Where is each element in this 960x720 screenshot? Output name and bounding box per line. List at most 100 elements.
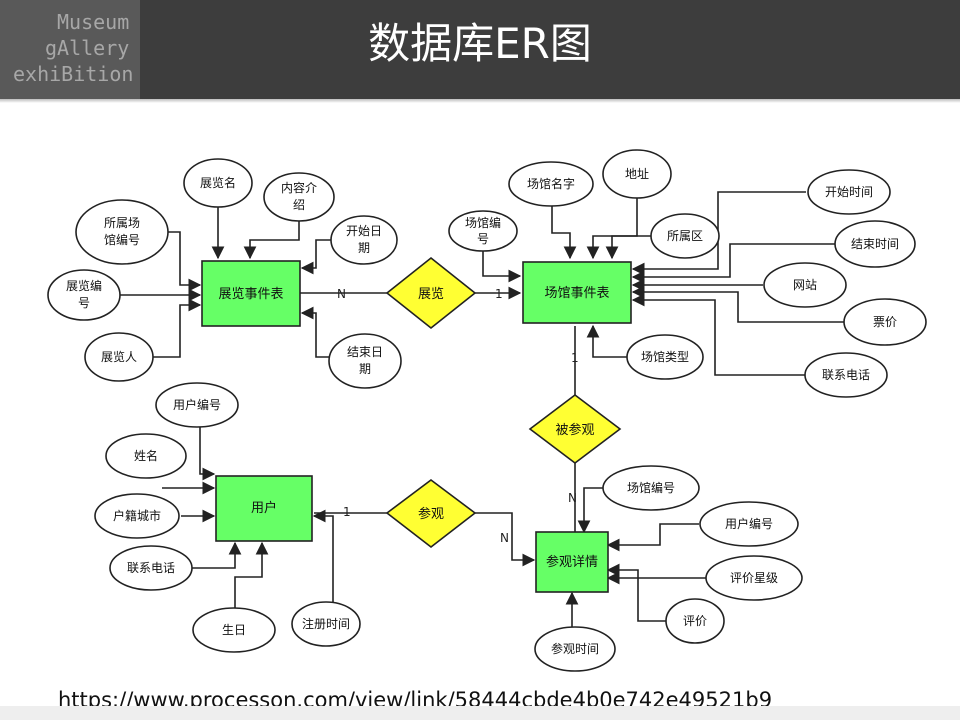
attribute-ellipse	[192, 607, 276, 653]
attribute-ellipse	[602, 149, 672, 199]
attribute-label: 所属场	[104, 216, 140, 230]
attribute-label: 生日	[222, 623, 246, 637]
connector	[300, 239, 333, 275]
cardinality-label: N	[500, 531, 509, 545]
connector	[606, 563, 666, 622]
attribute-ellipse	[699, 501, 799, 547]
cardinality-label: 1	[571, 351, 579, 365]
attribute-label: 注册时间	[302, 616, 350, 631]
logo-line-2: gAllery	[45, 36, 130, 60]
connector	[606, 523, 699, 552]
connector	[631, 243, 836, 284]
entity-label: 参观详情	[546, 554, 598, 570]
attribute-ellipse	[94, 493, 180, 539]
entity-visit-detail	[535, 531, 609, 593]
connector	[474, 512, 536, 567]
attribute-label: 联系电话	[822, 368, 870, 382]
footer-bar	[0, 706, 960, 720]
attribute-ellipse	[843, 298, 927, 346]
attribute-label: 展览编	[66, 278, 102, 293]
attribute-label: 场馆编号	[627, 480, 675, 495]
entity-venue-event	[522, 261, 632, 324]
relation-label: 参观	[418, 506, 444, 522]
attribute-label: 开始时间	[825, 185, 873, 199]
connector	[312, 509, 334, 602]
attribute-label: 期	[359, 362, 371, 376]
connector	[190, 541, 242, 569]
attribute-label: 内容介	[281, 180, 317, 195]
attribute-ellipse	[534, 626, 616, 672]
attribute-label: 场馆类型	[641, 349, 689, 364]
attribute-ellipse	[807, 169, 891, 215]
attribute-label: 场馆编	[465, 215, 501, 230]
attribute-label: 用户编号	[173, 397, 221, 412]
attribute-ellipse	[804, 352, 888, 398]
attribute-ellipse	[448, 210, 518, 252]
connector	[199, 426, 216, 481]
connector	[631, 293, 806, 376]
entity-user	[215, 475, 313, 542]
gallery-logo: Museum gAllery exhiBition	[0, 0, 140, 99]
connector	[234, 541, 269, 609]
attribute-ellipse	[834, 220, 916, 268]
attribute-label: 所属区	[667, 229, 703, 243]
attribute-ellipse	[109, 545, 193, 591]
connector	[300, 306, 333, 358]
entity-exhibition-event	[201, 260, 301, 327]
attribute-label: 结束时间	[851, 237, 899, 251]
attribute-ellipse	[508, 161, 594, 207]
attribute-label: 参观时间	[551, 641, 599, 656]
connector	[586, 196, 638, 260]
attribute-label: 号	[78, 296, 90, 310]
attribute-label: 联系电话	[127, 561, 175, 575]
attribute-ellipse	[763, 262, 847, 308]
attribute-ellipse	[626, 334, 704, 380]
entity-label: 用户	[251, 500, 277, 516]
attribute-label: 馆编号	[104, 232, 140, 247]
relation-visit	[385, 479, 477, 549]
attribute-label: 场馆名字	[527, 176, 575, 191]
relation-label: 展览	[418, 286, 444, 302]
attribute-label: 号	[477, 232, 489, 246]
attribute-label: 网站	[793, 278, 817, 292]
relation-visited	[528, 393, 622, 465]
header-bar	[0, 0, 960, 99]
attribute-ellipse	[330, 215, 398, 265]
attribute-label: 户籍城市	[113, 508, 161, 523]
attribute-ellipse	[602, 465, 700, 511]
attribute-ellipse	[263, 172, 335, 222]
attribute-ellipse	[665, 598, 725, 644]
attribute-ellipse	[328, 333, 402, 389]
connector	[605, 235, 652, 260]
relation-exhibit	[385, 256, 477, 330]
logo-line-3: exhiBition	[13, 62, 134, 86]
connector	[631, 285, 845, 323]
attribute-ellipse	[105, 433, 187, 479]
attribute-label: 评价	[683, 614, 707, 628]
entity-label: 场馆事件表	[544, 286, 609, 301]
attribute-ellipse	[47, 269, 121, 321]
attribute-label: 结束日	[347, 345, 383, 359]
cardinality-label: N	[568, 491, 577, 505]
cardinality-label: 1	[343, 505, 351, 519]
attribute-label: 展览名	[200, 175, 236, 190]
logo-line-1: Museum	[57, 10, 130, 34]
entity-label: 展览事件表	[218, 286, 283, 302]
connector	[243, 218, 300, 260]
attribute-label: 姓名	[134, 448, 158, 463]
connector	[168, 231, 202, 292]
header-shadow	[0, 99, 960, 103]
connector	[482, 247, 522, 283]
attribute-label: 票价	[873, 315, 897, 329]
attribute-label: 开始日	[346, 224, 382, 238]
cardinality-label: N	[337, 287, 346, 301]
attribute-ellipse	[183, 158, 253, 208]
relation-label: 被参观	[555, 422, 594, 438]
connector	[152, 298, 202, 358]
attribute-ellipse	[84, 332, 154, 382]
attribute-label: 地址	[625, 167, 649, 181]
attribute-ellipse	[291, 601, 361, 647]
attribute-label: 绍	[293, 198, 305, 212]
attribute-ellipse	[155, 382, 239, 428]
